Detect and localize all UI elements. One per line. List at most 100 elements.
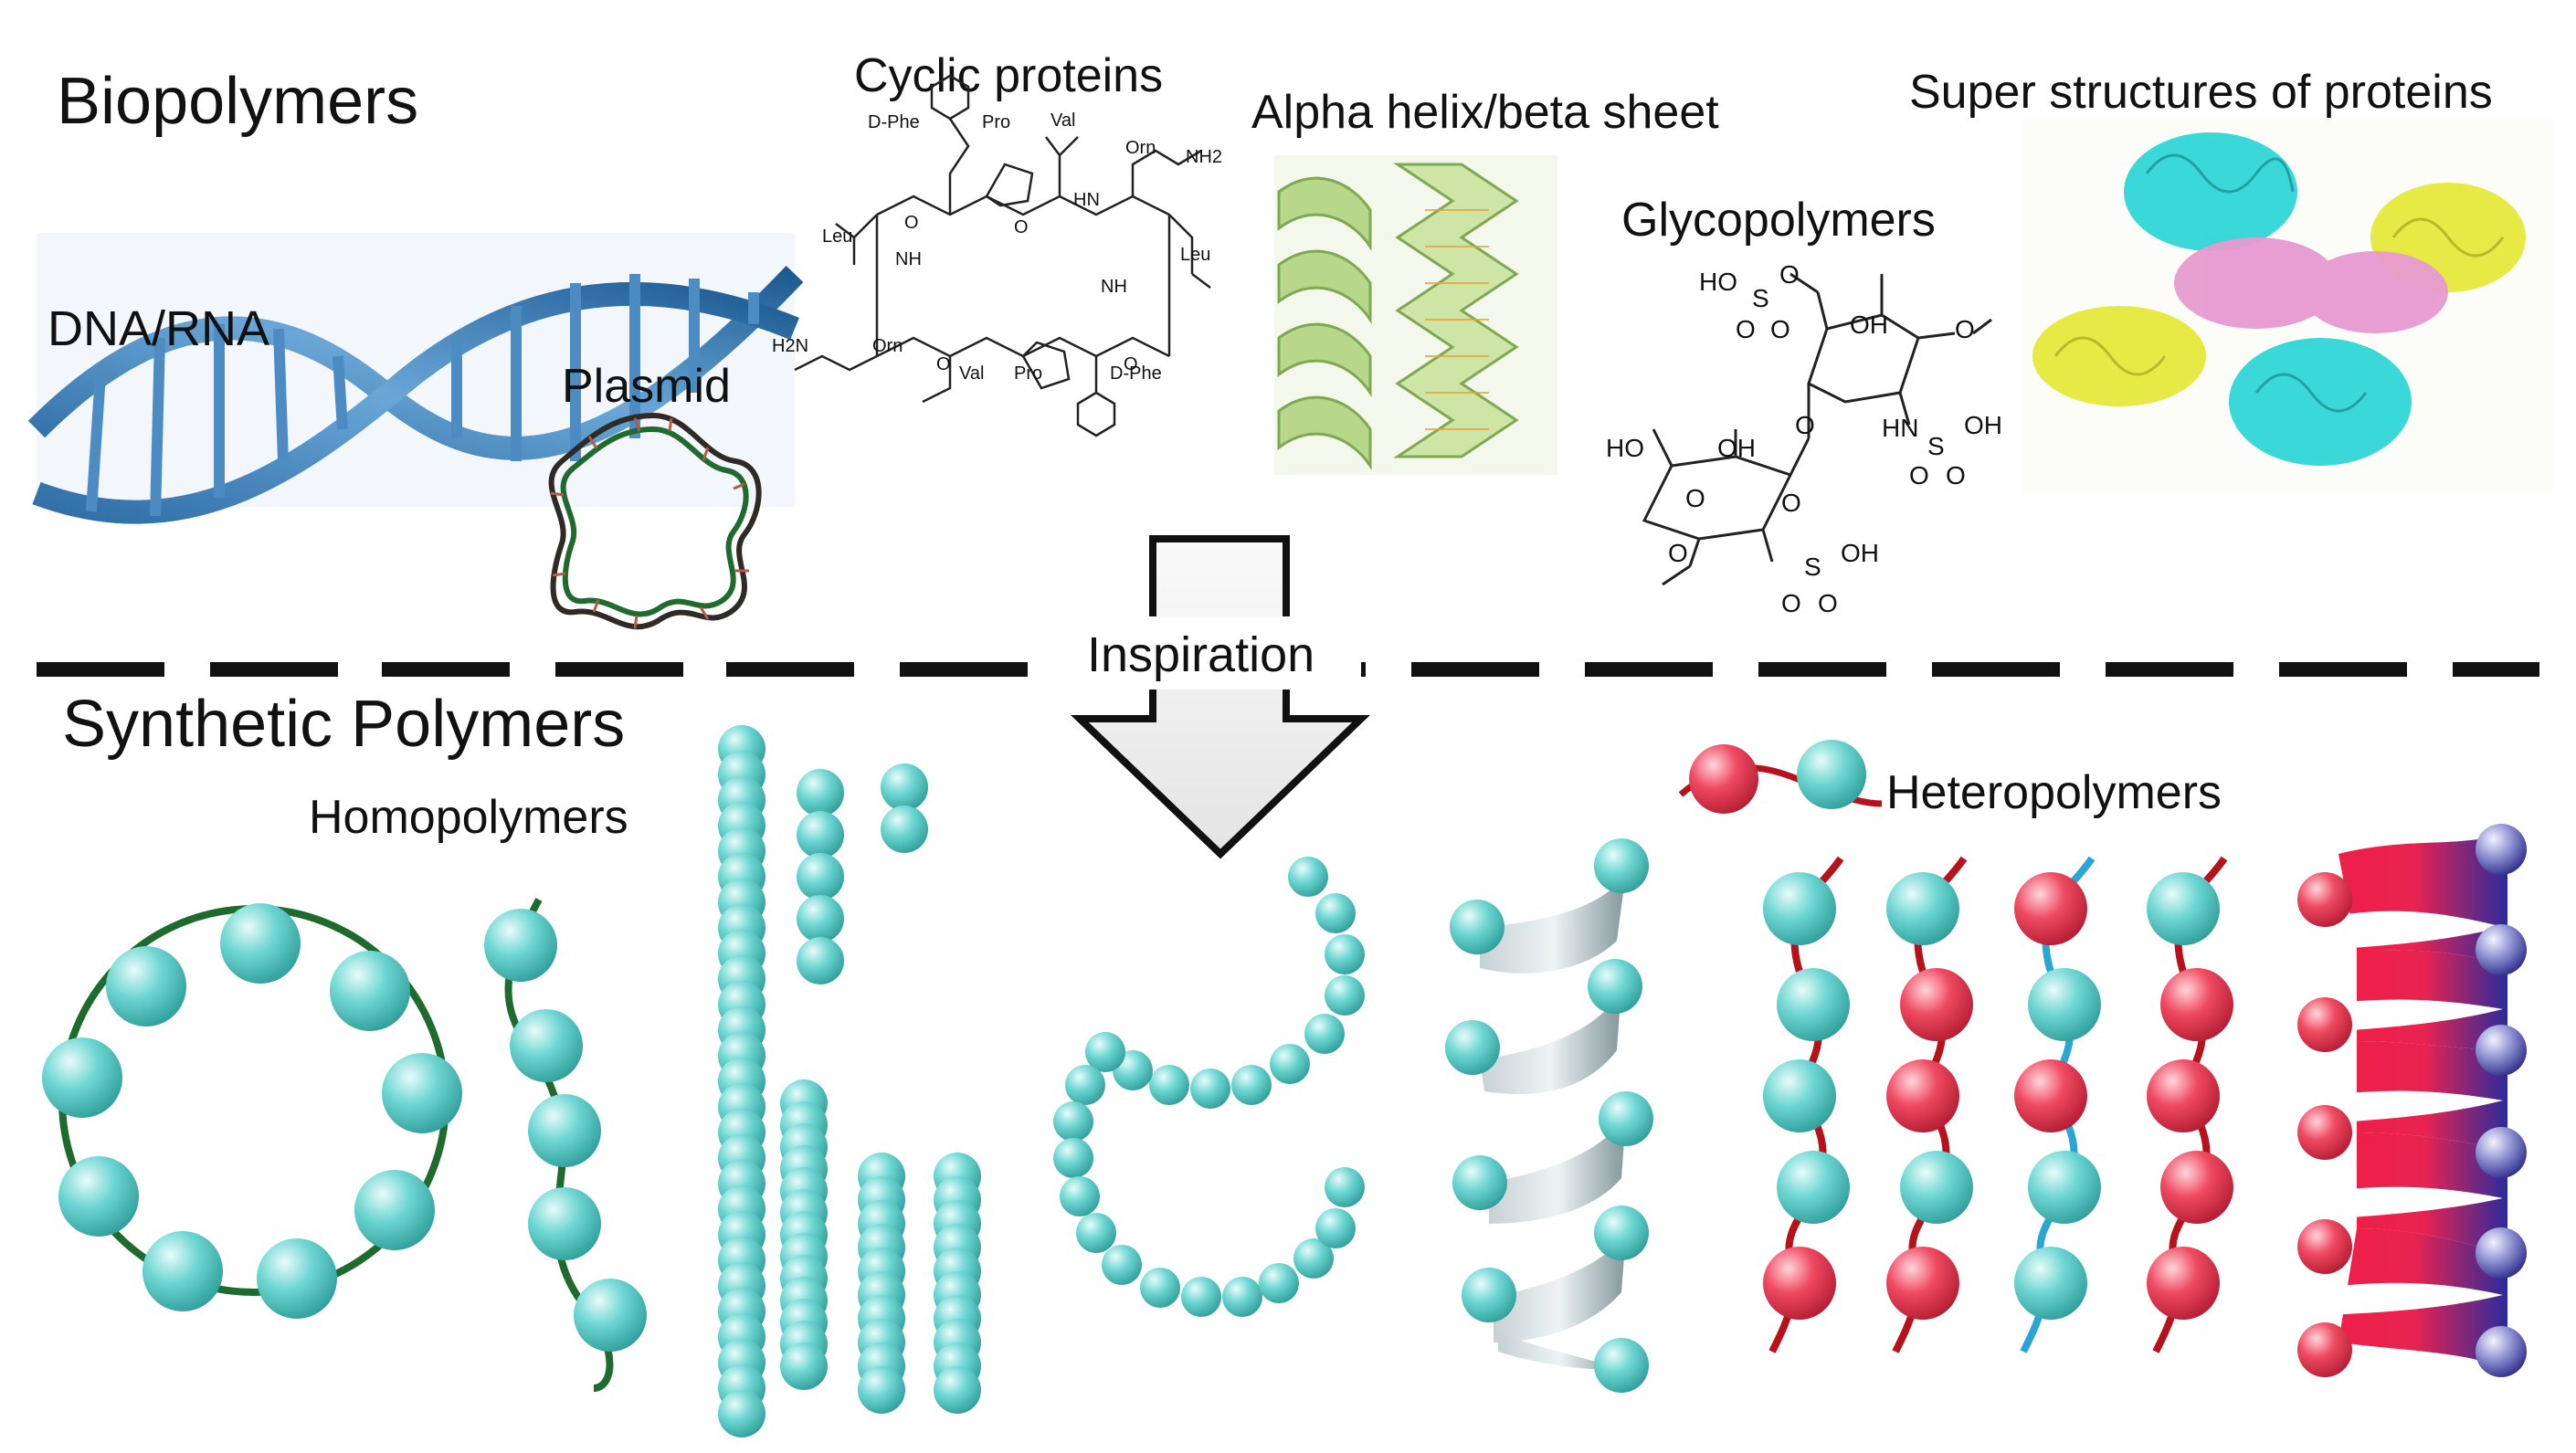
monomer-bead [2147,1247,2220,1320]
monomer-bead [858,1366,905,1414]
monomer-bead [1065,1065,1105,1105]
svg-text:O: O [1955,315,1975,343]
svg-text:Pro: Pro [1014,363,1042,384]
monomer-bead [1886,1059,1959,1132]
svg-text:Orn: Orn [1125,138,1156,158]
dna-helix-image [27,233,804,524]
svg-text:NH: NH [1101,277,1127,297]
monomer-bead [1076,1213,1116,1253]
monomer-bead [797,769,844,816]
monomer-bead [1763,872,1836,945]
monomer-bead [2014,872,2087,945]
plasmid-label: Plasmid [562,360,731,413]
homopolymers-label: Homopolymers [309,791,628,844]
svg-text:O: O [1736,315,1756,343]
cyclic-homopolymer [42,903,462,1319]
svg-text:Pro: Pro [982,112,1010,132]
inspiration-label: Inspiration [1087,627,1314,682]
comb-heteropolymer [2297,824,2527,1377]
super-structures-label: Super structures of proteins [1909,66,2493,119]
glycopolymer-structure [1642,272,1992,586]
svg-text:O: O [1781,489,1801,517]
monomer-bead [1886,1247,1959,1320]
monomer-bead [1900,968,1973,1041]
svg-text:O: O [1818,589,1838,617]
monomer-bead [1222,1277,1262,1317]
svg-text:HO: HO [1606,434,1644,462]
alpha-helix-image [1274,155,1557,475]
svg-text:NH2: NH2 [1186,147,1222,167]
svg-text:D-Phe: D-Phe [1110,363,1162,384]
linear-homopolymer [484,898,647,1392]
inspiration-arrow [1071,535,1370,859]
svg-text:HN: HN [1073,190,1100,210]
monomer-bead [2014,1059,2087,1132]
svg-text:Orn: Orn [872,336,903,356]
monomer-bead [1315,1208,1356,1248]
svg-text:Val: Val [1050,111,1075,131]
svg-text:O: O [904,213,919,233]
svg-text:OH: OH [1717,434,1756,462]
svg-text:NH: NH [895,249,922,269]
heteropolymers-label: Heteropolymers [1886,766,2222,819]
monomer-bead [881,763,928,811]
monomer-bead [780,1342,828,1390]
monomer-beads [42,903,462,1319]
monomer-bead [1053,1101,1093,1142]
svg-text:S: S [1804,553,1821,581]
svg-text:O: O [1770,315,1790,343]
monomer-bead [2028,1151,2101,1224]
glycopolymer-labels: HO S O O O OH O HN S OH O O HO OH O O O … [1606,260,2002,617]
monomer-bead [2147,872,2220,945]
monomer-bead [718,1390,765,1437]
svg-text:O: O [1124,354,1138,374]
svg-text:Leu: Leu [1180,245,1210,265]
svg-text:O: O [1946,461,1966,490]
svg-text:D-Phe: D-Phe [868,112,920,132]
monomer-bead [1325,1167,1365,1207]
svg-text:O: O [1779,260,1800,289]
monomer-bead [1288,857,1328,897]
monomer-bead [1181,1277,1221,1317]
cyclic-protein-labels: D-Phe Pro Val Orn NH2 Leu NH H2N Orn Val… [772,111,1222,384]
svg-text:S: S [1752,284,1769,312]
alpha-helix-beta-sheet-label: Alpha helix/beta sheet [1251,86,1719,139]
monomer-bead [1763,1247,1836,1320]
inspiration-label-background [1078,616,1361,690]
protein-super-structure-image [2023,119,2553,493]
svg-text:HN: HN [1882,414,1918,442]
svg-text:OH: OH [1850,311,1888,339]
svg-text:O: O [1781,589,1801,617]
svg-text:O: O [1668,539,1688,567]
monomer-bead [1763,1059,1836,1132]
svg-text:Leu: Leu [822,226,852,247]
monomer-bead [1085,1032,1125,1072]
monomer-bead [1886,872,1959,945]
cyclic-protein-structure [794,74,1211,437]
svg-text:O: O [936,354,951,374]
monomer-bead [1231,1065,1272,1105]
helical-homopolymer [1445,838,1653,1393]
dna-label: DNA/RNA [48,301,269,356]
monomer-bead [1325,934,1365,974]
monomer-bead [1777,968,1850,1041]
monomer-bead [797,853,844,900]
heteropolymer-chains [1763,856,2233,1353]
svg-text:O: O [1909,461,1929,490]
monomer-bead [1102,1245,1142,1285]
svg-text:O: O [1685,484,1705,512]
curled-homopolymer [1053,857,1365,1317]
monomer-bead [1293,1238,1334,1279]
svg-text:O: O [1014,217,1029,237]
svg-text:OH: OH [1964,411,2002,439]
svg-text:H2N: H2N [772,336,808,356]
monomer-bead [1325,975,1365,1016]
plasmid-image [548,412,762,630]
glycopolymers-label: Glycopolymers [1621,194,1936,247]
heteropolymer-icon [1678,740,1883,814]
svg-text:OH: OH [1841,539,1879,567]
stacked-bead-columns [718,725,981,1437]
monomer-bead [1140,1268,1180,1308]
monomer-bead [1053,1138,1093,1178]
